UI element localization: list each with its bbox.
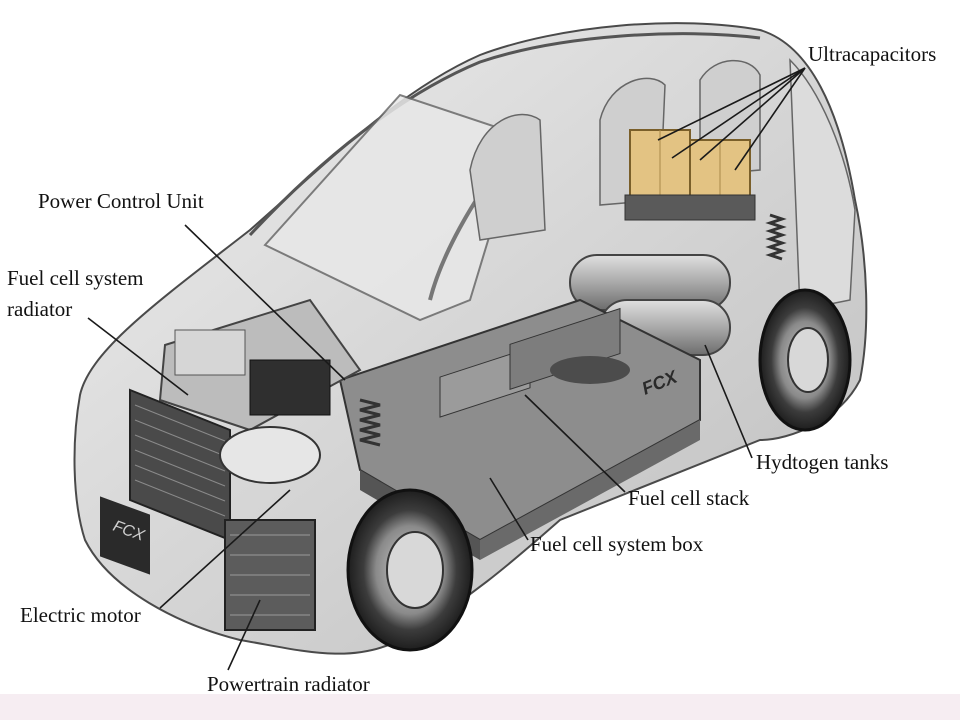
label-hydrogen-tanks: Hydtogen tanks: [756, 450, 889, 474]
engine-bay: [100, 213, 787, 631]
label-fuel-cell-system-box: Fuel cell system box: [530, 532, 704, 556]
leader-lines: [87, 67, 806, 671]
label-fuel-cell-system-radiator-line1: Fuel cell system: [7, 266, 144, 290]
front-wheel: [346, 488, 474, 652]
label-ultracapacitors: Ultracapacitors: [808, 42, 937, 66]
label-fuel-cell-stack: Fuel cell stack: [628, 486, 750, 510]
ultracapacitor-pack: [624, 129, 756, 221]
label-powertrain-radiator: Powertrain radiator: [207, 672, 370, 696]
rear-wheel: [758, 288, 852, 432]
label-fuel-cell-system-radiator-line2: radiator: [7, 297, 73, 321]
footer-strip: [0, 694, 960, 720]
label-power-control-unit: Power Control Unit: [38, 189, 204, 213]
label-electric-motor: Electric motor: [20, 603, 141, 627]
